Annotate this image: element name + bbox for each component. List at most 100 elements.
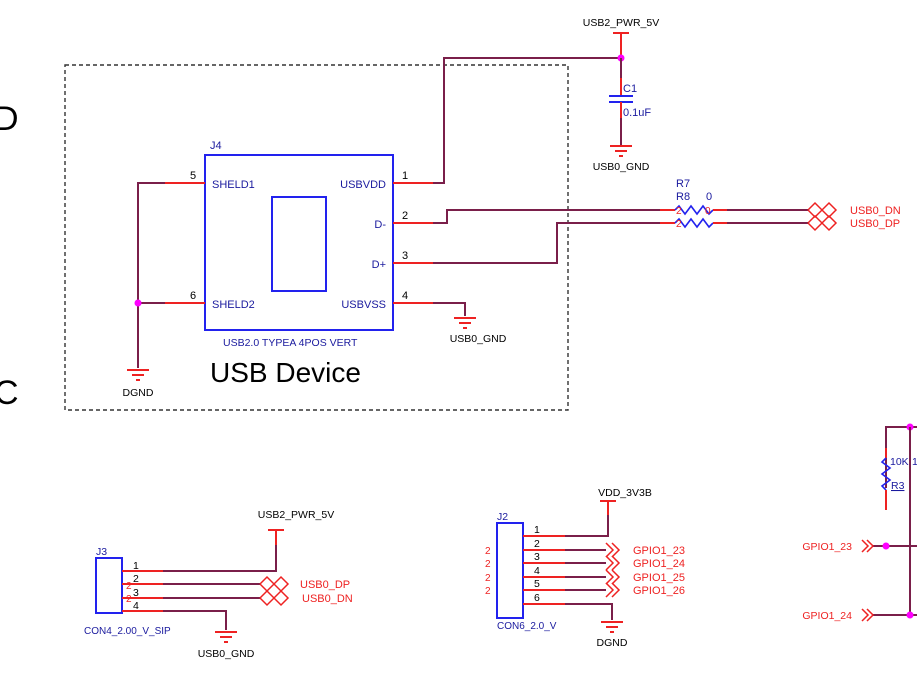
junction-dot — [134, 299, 142, 307]
zone-label-c: C — [0, 374, 19, 412]
net-label-dgnd: DGND — [597, 637, 628, 649]
usb0-gnd-symbol-j4 — [454, 317, 476, 329]
j2-pin-num: 6 — [534, 592, 540, 604]
r7-body — [674, 204, 714, 216]
wire-j3-pwr[interactable] — [163, 530, 277, 572]
j3-diff-port[interactable] — [259, 575, 290, 607]
wire-d-minus[interactable] — [433, 209, 660, 224]
r3-resistor[interactable]: 10K R3 1 — [880, 448, 917, 510]
wire-d-plus[interactable] — [433, 222, 660, 264]
j2-connector[interactable]: J2 CON6_2.0_V 1 2 3 4 5 6 2 2 2 2 — [485, 511, 565, 632]
j4-inner-port — [271, 196, 327, 292]
j3-pin-2-num: 2 — [133, 573, 139, 585]
j4-pin-3-num: 3 — [402, 250, 408, 262]
block-title: USB Device — [210, 357, 361, 388]
j4-pin-4-name: USBVSS — [341, 299, 386, 311]
j3-value: CON4_2.00_V_SIP — [84, 626, 171, 637]
j3-pin-1-num: 1 — [133, 560, 139, 572]
net-label-gpio1-23: GPIO1_23 — [802, 541, 852, 553]
j4-pin-1-num: 1 — [402, 170, 408, 182]
net-label-usb0-gnd: USB0_GND — [450, 333, 507, 345]
net-label-usb2-pwr-5v: USB2_PWR_5V — [258, 509, 334, 521]
j4-refdes: J4 — [210, 140, 222, 152]
j3-pin-mark: 2 — [126, 594, 132, 605]
j2-pin-mark: 2 — [485, 586, 491, 597]
j2-body — [496, 522, 524, 619]
dgnd-symbol-j2 — [601, 621, 623, 633]
net-label-usb0-gnd: USB0_GND — [198, 648, 255, 660]
usb-device-block-border — [64, 64, 569, 411]
j2-pin-num: 2 — [534, 538, 540, 550]
j4-pin-5-name: SHELD1 — [212, 179, 255, 191]
r8-pin-mark: 2 — [676, 219, 682, 230]
c1-refdes: C1 — [623, 83, 637, 95]
net-label-usb0-dn: USB0_DN — [850, 205, 901, 217]
right-port-gpio1-24[interactable] — [861, 608, 875, 622]
net-label-usb0-dp: USB0_DP — [850, 218, 900, 230]
c1-capacitor[interactable]: C1 0.1uF — [609, 58, 651, 145]
usb0-gnd-symbol-j3 — [215, 631, 237, 643]
net-label-gpio1-24: GPIO1_24 — [802, 610, 852, 622]
net-label-gpio: GPIO1_24 — [633, 558, 685, 570]
r7-refdes: R7 — [676, 178, 690, 190]
net-label-usb0-dp: USB0_DP — [300, 579, 350, 591]
wire-j3-gnd[interactable] — [163, 610, 227, 630]
r3-refdes: R3 — [891, 480, 905, 492]
j2-refdes: J2 — [497, 511, 508, 523]
net-label-usb2-pwr-5v: USB2_PWR_5V — [583, 17, 659, 29]
j4-connector[interactable]: J4 USB2.0 TYPEA 4POS VERT 5 SHELD1 6 SHE… — [165, 140, 433, 349]
net-label-gpio: GPIO1_26 — [633, 585, 685, 597]
wire-usbvdd[interactable] — [433, 57, 621, 184]
j4-pin-1-name: USBVDD — [340, 179, 386, 191]
j2-pin-mark: 2 — [485, 559, 491, 570]
junction-dot — [906, 611, 914, 619]
j2-pin-num: 4 — [534, 565, 540, 577]
net-label-usb0-gnd: USB0_GND — [593, 161, 650, 173]
wire-j2-pwr[interactable] — [565, 501, 609, 537]
junction-dot — [882, 542, 890, 550]
wire-shield[interactable] — [137, 182, 165, 368]
r3-value: 10K — [890, 456, 909, 468]
j3-refdes: J3 — [96, 546, 107, 558]
j2-pin-num: 5 — [534, 578, 540, 590]
net-label-dgnd: DGND — [123, 387, 154, 399]
r7-r8-resistors[interactable]: R7 R8 0 2 2 0 — [660, 178, 727, 230]
gpio-port-symbols[interactable] — [605, 542, 621, 598]
j4-pin-2-name: D- — [374, 219, 386, 231]
net-label-usb0-dn: USB0_DN — [302, 593, 353, 605]
wire-j2-gnd[interactable] — [565, 603, 613, 620]
j4-pin-4-num: 4 — [402, 290, 408, 302]
j4-pin-6-num: 6 — [190, 290, 196, 302]
c1-value: 0.1uF — [623, 107, 651, 119]
j4-value: USB2.0 TYPEA 4POS VERT — [223, 337, 358, 349]
wire-usbvss[interactable] — [433, 302, 466, 316]
r-value: 0 — [706, 191, 712, 203]
r3-body — [880, 457, 892, 491]
net-label-vdd-3v3b: VDD_3V3B — [598, 487, 652, 499]
zone-label-d: D — [0, 100, 19, 138]
j4-pin-2-num: 2 — [402, 210, 408, 222]
r8-refdes: R8 — [676, 191, 690, 203]
j2-pin-num: 3 — [534, 551, 540, 563]
r7-pin-mark-2: 0 — [705, 206, 711, 217]
j2-value: CON6_2.0_V — [497, 621, 557, 632]
net-label-gpio: GPIO1_23 — [633, 545, 685, 557]
j2-pin-mark: 2 — [485, 573, 491, 584]
j3-connector[interactable]: J3 CON4_2.00_V_SIP 1 2 3 4 2 2 — [84, 546, 171, 637]
j3-body — [95, 557, 123, 614]
j2-pin-num: 1 — [534, 524, 540, 536]
r7-pin-mark: 2 — [676, 206, 682, 217]
right-port-gpio1-23[interactable] — [861, 539, 875, 553]
j2-pin-mark: 2 — [485, 546, 491, 557]
j3-pin-mark: 2 — [126, 581, 132, 592]
dgnd-symbol — [127, 369, 149, 381]
usb0-diff-port[interactable] — [807, 201, 838, 232]
usb0-gnd-symbol-c1 — [610, 145, 632, 157]
j3-pin-4-num: 4 — [133, 600, 139, 612]
net-label-gpio: GPIO1_25 — [633, 572, 685, 584]
r-second-value: 1 — [912, 456, 917, 468]
j3-pin-3-num: 3 — [133, 587, 139, 599]
j4-body — [204, 154, 394, 331]
j4-pin-6-name: SHELD2 — [212, 299, 255, 311]
